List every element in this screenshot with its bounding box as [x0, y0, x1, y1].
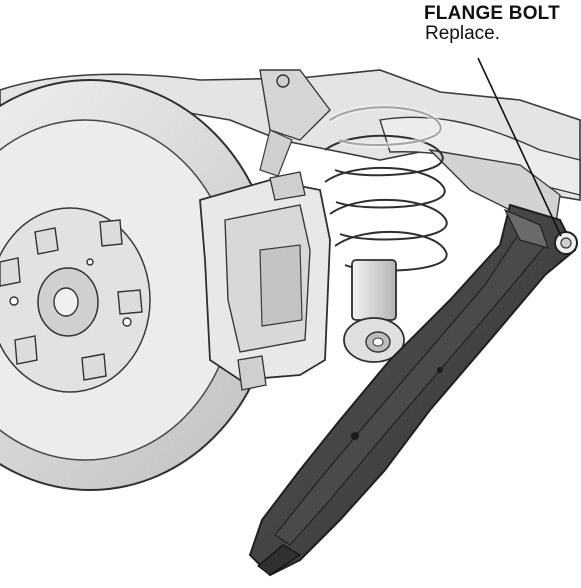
callout-note: Replace.	[425, 22, 500, 44]
brake-caliper	[199, 171, 331, 391]
flange-bolt-callout: FLANGE BOLT Replace.	[424, 4, 560, 44]
callout-leader-line	[477, 57, 562, 237]
wheel-studs	[0, 219, 143, 381]
lower-arm	[248, 203, 577, 577]
callout-title: FLANGE BOLT	[424, 3, 560, 24]
flange-bolt	[554, 231, 578, 255]
shock-absorber	[343, 259, 405, 363]
brake-disc	[0, 79, 276, 491]
